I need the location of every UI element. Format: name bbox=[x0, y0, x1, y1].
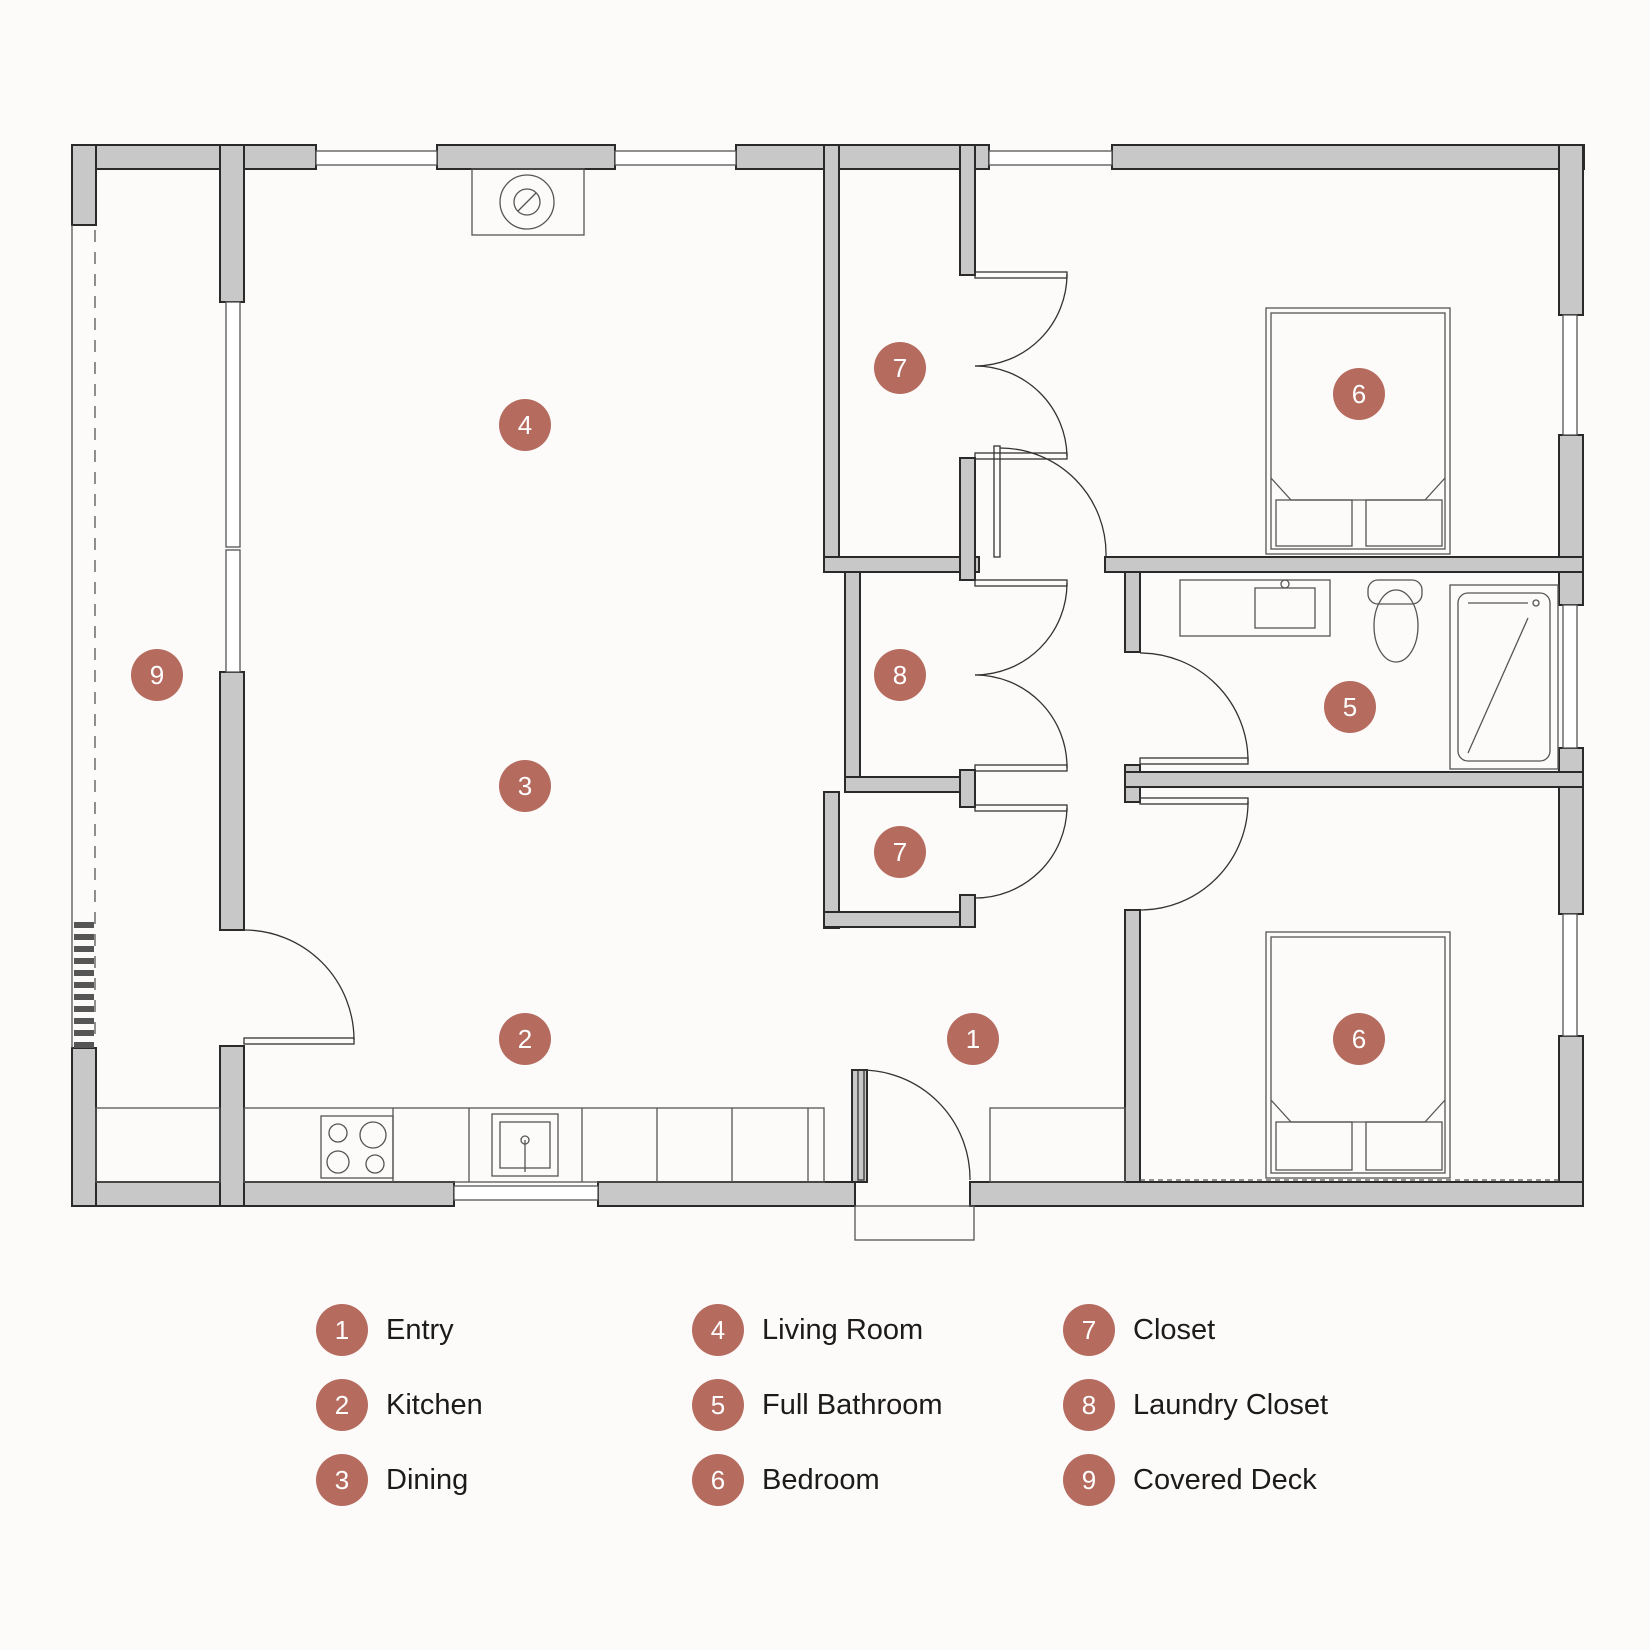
svg-text:6: 6 bbox=[1352, 379, 1366, 409]
marker-bedroom-lower: 6 bbox=[1333, 1013, 1385, 1065]
bathroom-fixtures bbox=[1179, 579, 1559, 770]
svg-text:7: 7 bbox=[893, 837, 907, 867]
interior-walls bbox=[823, 144, 1584, 1183]
marker-closet-lower: 7 bbox=[874, 826, 926, 878]
svg-text:2: 2 bbox=[518, 1024, 532, 1054]
marker-dining: 3 bbox=[499, 760, 551, 812]
svg-text:7: 7 bbox=[893, 353, 907, 383]
marker-bathroom: 5 bbox=[1324, 681, 1376, 733]
marker-living-room: 4 bbox=[499, 399, 551, 451]
svg-text:3: 3 bbox=[518, 771, 532, 801]
kitchen-sink bbox=[491, 1113, 559, 1177]
exterior-walls bbox=[71, 144, 1585, 1207]
svg-text:6: 6 bbox=[1352, 1024, 1366, 1054]
marker-laundry-closet: 8 bbox=[874, 649, 926, 701]
svg-text:5: 5 bbox=[1343, 692, 1357, 722]
stove bbox=[320, 1115, 394, 1179]
svg-text:9: 9 bbox=[150, 660, 164, 690]
marker-entry: 1 bbox=[947, 1013, 999, 1065]
marker-bedroom-upper: 6 bbox=[1333, 368, 1385, 420]
marker-covered-deck: 9 bbox=[131, 649, 183, 701]
svg-text:1: 1 bbox=[966, 1024, 980, 1054]
marker-kitchen: 2 bbox=[499, 1013, 551, 1065]
svg-text:8: 8 bbox=[893, 660, 907, 690]
marker-closet-upper: 7 bbox=[874, 342, 926, 394]
kitchen-counters bbox=[95, 1107, 1126, 1183]
room-markers: 4 3 2 1 9 7 8 7 5 6 6 bbox=[131, 342, 1385, 1065]
bed-upper bbox=[1265, 307, 1451, 555]
living-fireplace bbox=[471, 168, 585, 236]
windows bbox=[225, 150, 1578, 1201]
bed-lower bbox=[1140, 931, 1559, 1181]
doors bbox=[243, 271, 1249, 1241]
svg-text:4: 4 bbox=[518, 410, 532, 440]
deck-railing bbox=[74, 922, 94, 1048]
